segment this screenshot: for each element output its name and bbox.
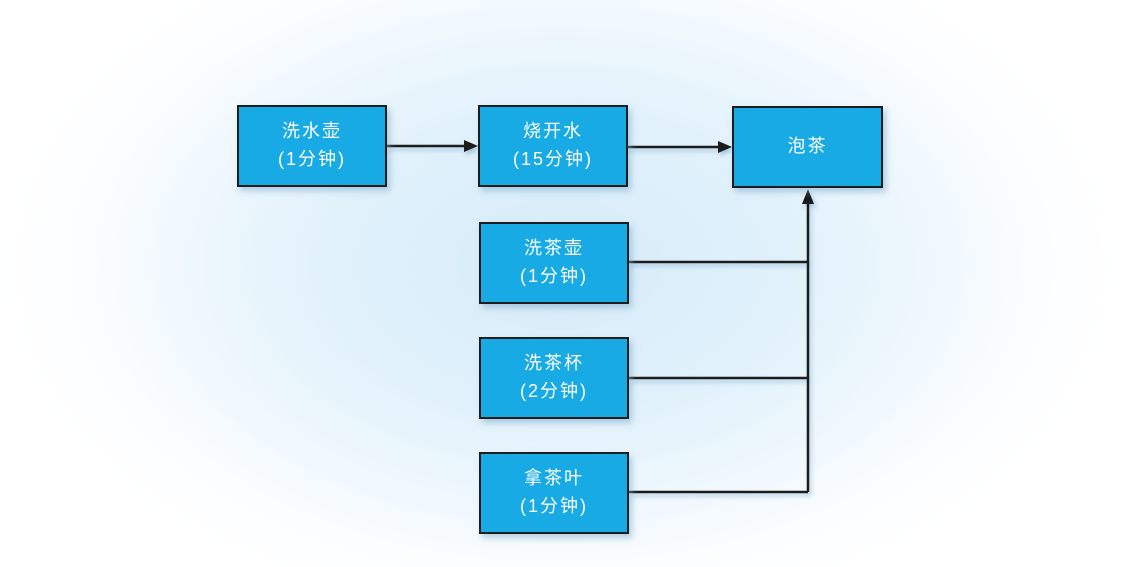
- node-boil-water: 烧开水 (15分钟): [478, 105, 628, 187]
- node-brew-tea: 泡茶: [732, 106, 883, 188]
- node-label: 洗茶杯: [524, 353, 584, 374]
- node-label: 烧开水: [523, 121, 583, 142]
- node-duration: (1分钟): [278, 149, 346, 169]
- arrowhead-brew-tea-left: [718, 141, 732, 153]
- node-label: 拿茶叶: [524, 468, 584, 489]
- node-duration: (1分钟): [520, 266, 588, 286]
- node-label: 洗水壶: [282, 121, 342, 142]
- node-wash-teacup: 洗茶杯 (2分钟): [479, 337, 629, 419]
- node-duration: (2分钟): [520, 381, 588, 401]
- node-duration: (1分钟): [520, 496, 588, 516]
- node-duration: (15分钟): [512, 149, 593, 169]
- arrowhead-boil-water: [464, 140, 478, 152]
- arrowhead-brew-tea-bottom: [802, 189, 814, 204]
- node-get-tea-leaves: 拿茶叶 (1分钟): [479, 452, 629, 534]
- node-label: 洗茶壶: [524, 238, 584, 259]
- node-wash-teapot: 洗茶壶 (1分钟): [479, 222, 629, 304]
- node-wash-kettle: 洗水壶 (1分钟): [237, 105, 387, 187]
- node-label: 泡茶: [787, 136, 828, 157]
